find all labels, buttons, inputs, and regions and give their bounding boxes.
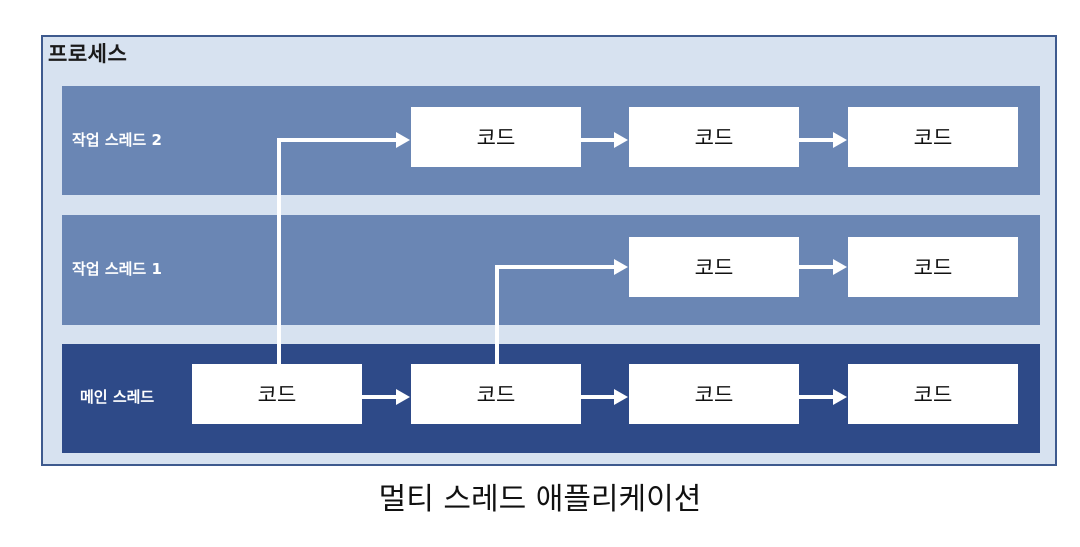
lane-label-worker-thread-2: 작업 스레드 2 [72,131,162,149]
code-box-worker2-1: 코드 [411,107,581,167]
lane-label-worker-thread-1: 작업 스레드 1 [72,260,162,278]
code-box-main-2: 코드 [411,364,581,424]
code-box-worker2-2: 코드 [629,107,799,167]
code-box-main-1: 코드 [192,364,362,424]
process-title: 프로세스 [48,42,128,66]
code-box-main-3: 코드 [629,364,799,424]
code-box-main-4: 코드 [848,364,1018,424]
code-box-worker1-2: 코드 [848,237,1018,297]
code-box-worker2-3: 코드 [848,107,1018,167]
code-box-worker1-1: 코드 [629,237,799,297]
diagram-caption: 멀티 스레드 애플리케이션 [378,482,702,517]
lane-label-main-thread: 메인 스레드 [80,388,155,406]
